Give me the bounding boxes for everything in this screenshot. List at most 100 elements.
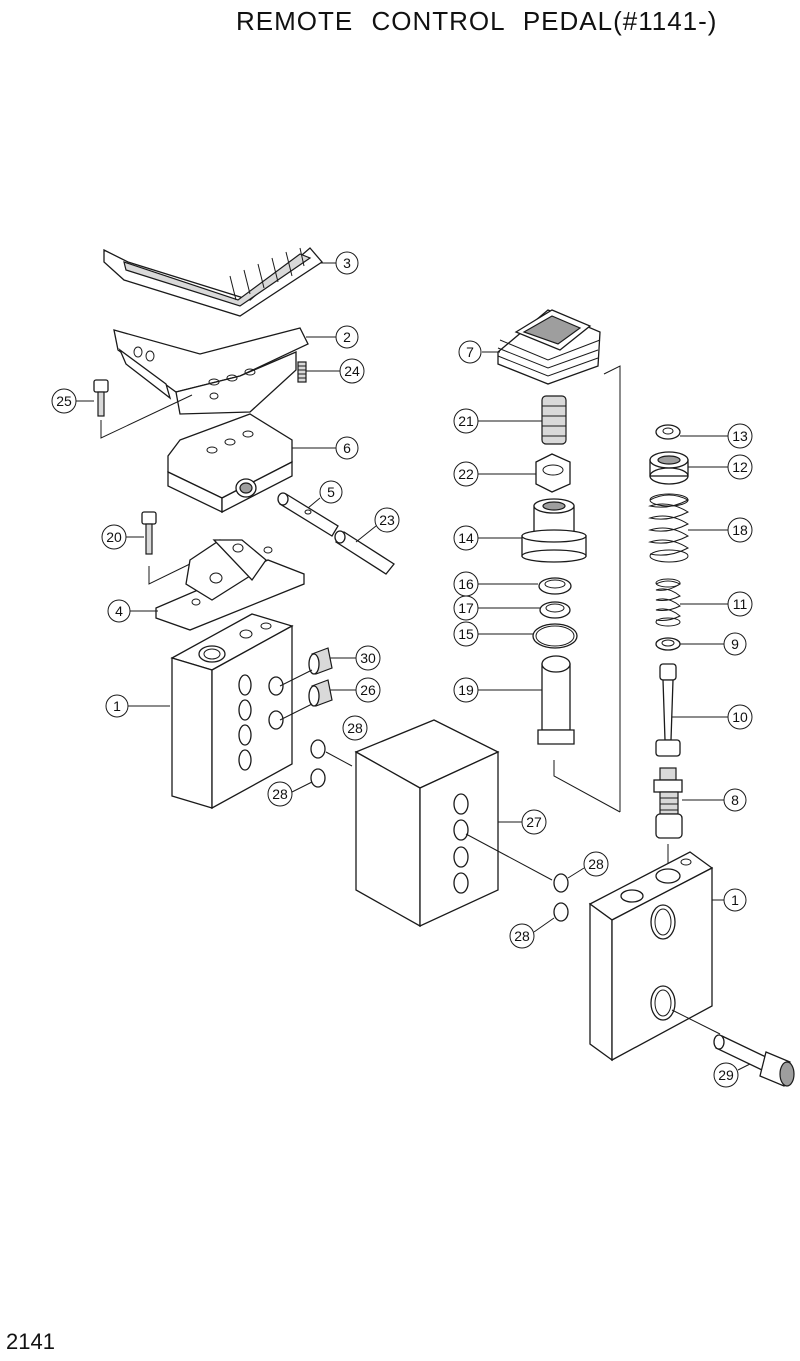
svg-text:24: 24 [344, 363, 360, 379]
svg-text:13: 13 [732, 428, 748, 444]
part-22-nut [535, 453, 571, 493]
svg-text:12: 12 [732, 459, 748, 475]
callout-28-c: 28 [567, 851, 609, 879]
part-25-cap-screw [93, 379, 193, 439]
svg-text:25: 25 [56, 393, 72, 409]
callout-30: 30 [330, 645, 381, 671]
svg-text:28: 28 [588, 856, 604, 872]
callout-21: 21 [453, 408, 542, 434]
callout-28-a: 28 [342, 715, 368, 741]
page-number: 2141 [6, 1329, 55, 1354]
svg-text:21: 21 [458, 413, 474, 429]
callout-11: 11 [680, 591, 753, 617]
part-29-bolt [713, 1034, 795, 1087]
callout-27: 27 [498, 809, 547, 835]
callout-9: 9 [680, 632, 747, 656]
svg-text:10: 10 [732, 709, 748, 725]
callout-6: 6 [292, 436, 359, 460]
part-23-pin [334, 530, 395, 575]
part-8-spool-assembly [653, 767, 683, 870]
svg-text:27: 27 [526, 814, 542, 830]
callout-4: 4 [107, 599, 158, 623]
svg-text:7: 7 [466, 344, 474, 360]
svg-text:4: 4 [115, 603, 123, 619]
part-10-spool [655, 663, 681, 757]
svg-text:28: 28 [514, 928, 530, 944]
callout-14: 14 [453, 525, 522, 551]
part-28-o-rings-right [553, 873, 569, 922]
svg-text:22: 22 [458, 466, 474, 482]
callout-20: 20 [101, 524, 144, 550]
assembly-line-right [603, 365, 621, 812]
part-14-bushing [521, 498, 587, 563]
part-24-set-screw [297, 361, 307, 383]
part-17-ring [539, 601, 571, 619]
callout-25: 25 [51, 388, 94, 414]
callout-19: 19 [453, 677, 542, 703]
svg-text:28: 28 [347, 720, 363, 736]
part-20-cap-screw [141, 511, 195, 585]
svg-text:15: 15 [458, 626, 474, 642]
callout-15: 15 [453, 621, 533, 647]
part-7-rubber-boot [497, 309, 601, 385]
callout-8: 8 [682, 788, 747, 812]
part-18-spring [648, 493, 690, 563]
svg-text:1: 1 [731, 892, 739, 908]
svg-text:8: 8 [731, 792, 739, 808]
svg-text:5: 5 [327, 484, 335, 500]
svg-text:11: 11 [733, 596, 748, 612]
page-title: REMOTE CONTROL PEDAL(#1141-) [236, 6, 718, 36]
callout-10: 10 [672, 704, 753, 730]
callout-29: 29 [713, 1062, 751, 1088]
callout-7: 7 [458, 340, 500, 364]
part-4-bracket [155, 539, 305, 631]
part-27-cover-block [354, 719, 553, 928]
part-2-pedal-plate [113, 327, 309, 415]
svg-text:20: 20 [106, 529, 122, 545]
callout-1-left: 1 [105, 694, 170, 718]
callout-2: 2 [306, 325, 359, 349]
svg-text:14: 14 [458, 530, 474, 546]
part-12-spring-seat [649, 451, 689, 485]
callout-22: 22 [453, 461, 536, 487]
part-5-pin [277, 492, 339, 537]
part-9-washer [655, 637, 681, 651]
svg-text:16: 16 [458, 576, 474, 592]
part-21-plunger [541, 395, 567, 445]
svg-text:1: 1 [113, 698, 121, 714]
callout-3: 3 [320, 251, 359, 275]
callout-28-b: 28 [267, 781, 313, 807]
callout-1-right: 1 [712, 888, 747, 912]
part-16-ring [538, 577, 572, 595]
svg-text:30: 30 [360, 650, 376, 666]
svg-text:26: 26 [360, 682, 376, 698]
callout-5: 5 [307, 480, 343, 509]
part-30-plug [279, 647, 333, 687]
part-1-valve-body-right [588, 851, 721, 1062]
svg-text:3: 3 [343, 255, 351, 271]
callout-18: 18 [688, 517, 753, 543]
part-19-push-rod [537, 655, 621, 813]
part-15-o-ring [532, 623, 578, 649]
callout-23: 23 [355, 507, 400, 543]
callout-13: 13 [680, 423, 753, 449]
callout-16: 16 [453, 571, 538, 597]
part-28-o-rings-left [310, 739, 353, 788]
callout-28-d: 28 [509, 917, 555, 949]
svg-text:23: 23 [379, 512, 395, 528]
callout-17: 17 [453, 595, 540, 621]
svg-text:6: 6 [343, 440, 351, 456]
part-26-plug [279, 679, 333, 721]
svg-text:18: 18 [732, 522, 748, 538]
part-1-valve-body-left [170, 613, 294, 810]
callout-24: 24 [306, 358, 365, 384]
part-13-washer [655, 424, 681, 440]
svg-text:2: 2 [343, 329, 351, 345]
svg-text:19: 19 [458, 682, 474, 698]
svg-text:28: 28 [272, 786, 288, 802]
part-11-spring [655, 578, 681, 627]
callout-26: 26 [330, 677, 381, 703]
svg-text:17: 17 [458, 600, 474, 616]
